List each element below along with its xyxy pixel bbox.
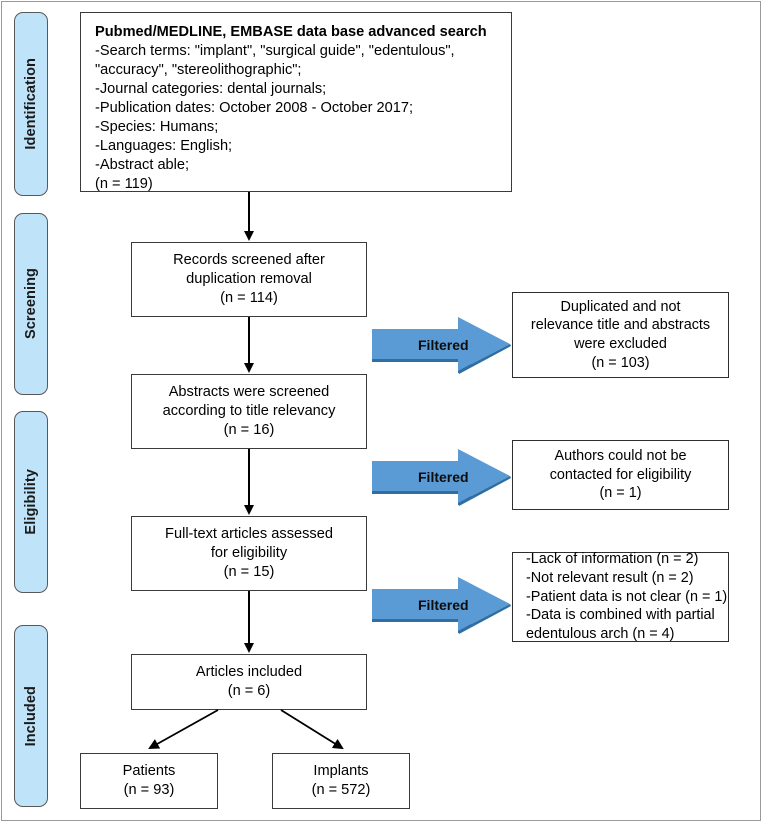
abstracts-line-2: according to title relevancy — [162, 403, 336, 420]
filtered-label-1: Filtered — [418, 337, 469, 353]
abstracts-line-1: Abstracts were screened — [168, 384, 330, 401]
box-implants: Implants (n = 572) — [272, 753, 410, 809]
fulltext-count: (n = 15) — [223, 563, 275, 580]
excl2-count: (n = 1) — [599, 485, 642, 502]
records-count: (n = 114) — [220, 289, 278, 306]
stage-pill-identification: Identification — [14, 12, 48, 196]
search-box-line-4: -Publication dates: October 2008 - Octob… — [95, 99, 414, 116]
box-exclusion-reasons: -Lack of information (n = 2) -Not releva… — [512, 551, 729, 643]
excl1-line-1: Duplicated and not — [560, 298, 681, 315]
stage-pill-screening: Screening — [14, 213, 48, 395]
box-exclusion-authors: Authors could not be contacted for eligi… — [512, 440, 729, 510]
connector-fulltext-to-included — [248, 591, 250, 644]
box-patients: Patients (n = 93) — [80, 753, 218, 809]
search-box-line-2: "accuracy", "stereolithographic"; — [95, 61, 302, 78]
excl3-line-5: edentulous arch (n = 4) — [526, 626, 675, 643]
excl1-line-3: were excluded — [574, 336, 667, 352]
excl3-line-4: -Data is combined with partial — [526, 607, 715, 624]
fulltext-line-1: Full-text articles assessed — [165, 526, 333, 543]
box-exclusion-duplicated: Duplicated and not relevance title and a… — [512, 292, 729, 378]
search-box-line-7: -Abstract able; — [95, 156, 190, 173]
box-fulltext-assessed: Full-text articles assessed for eligibil… — [131, 516, 367, 591]
filtered-arrow-1: Filtered — [372, 315, 512, 375]
abstracts-count: (n = 16) — [223, 421, 275, 438]
records-line-1: Records screened after — [173, 252, 325, 269]
implants-count: (n = 572) — [311, 782, 371, 798]
filtered-arrow-3: Filtered — [372, 575, 512, 635]
block-arrow-icon — [372, 449, 511, 506]
excl3-line-2: -Not relevant result (n = 2) — [526, 569, 694, 586]
included-count: (n = 6) — [227, 683, 271, 699]
filtered-label-3: Filtered — [418, 597, 469, 613]
block-arrow-icon — [372, 317, 511, 374]
excl1-line-2: relevance title and abstracts — [530, 317, 711, 334]
stage-pill-eligibility: Eligibility — [14, 411, 48, 593]
included-line-1: Articles included — [195, 664, 303, 681]
search-box-line-6: -Languages: English; — [95, 137, 233, 154]
search-box-line-3: -Journal categories: dental journals; — [95, 80, 327, 97]
connector-search-to-records — [248, 192, 250, 232]
connector-abstracts-to-fulltext — [248, 449, 250, 506]
search-box-count: (n = 119) — [95, 175, 153, 192]
filtered-arrow-2: Filtered — [372, 447, 512, 507]
filtered-label-2: Filtered — [418, 469, 469, 485]
box-articles-included: Articles included (n = 6) — [131, 654, 367, 710]
search-box-line-5: -Species: Humans; — [95, 118, 219, 135]
box-database-search: Pubmed/MEDLINE, EMBASE data base advance… — [80, 12, 512, 192]
excl3-line-1: -Lack of information (n = 2) — [526, 551, 699, 568]
search-box-line-1: -Search terms: "implant", "surgical guid… — [95, 42, 455, 59]
patients-count: (n = 93) — [123, 782, 175, 798]
block-arrow-icon — [372, 577, 511, 634]
excl1-count: (n = 103) — [591, 354, 650, 371]
excl2-line-1: Authors could not be — [554, 447, 687, 464]
box-records-screened: Records screened after duplication remov… — [131, 242, 367, 317]
search-box-title: Pubmed/MEDLINE, EMBASE data base advance… — [95, 24, 487, 40]
excl2-line-2: contacted for eligibility — [549, 466, 692, 483]
excl3-line-3: -Patient data is not clear (n = 1) — [526, 588, 728, 605]
box-abstracts-screened: Abstracts were screened according to tit… — [131, 374, 367, 449]
fulltext-line-2: for eligibility — [210, 545, 288, 562]
implants-label: Implants — [313, 763, 369, 780]
records-line-2: duplication removal — [186, 271, 312, 288]
stage-pill-included: Included — [14, 625, 48, 807]
patients-label: Patients — [122, 763, 176, 780]
connector-records-to-abstracts — [248, 317, 250, 364]
